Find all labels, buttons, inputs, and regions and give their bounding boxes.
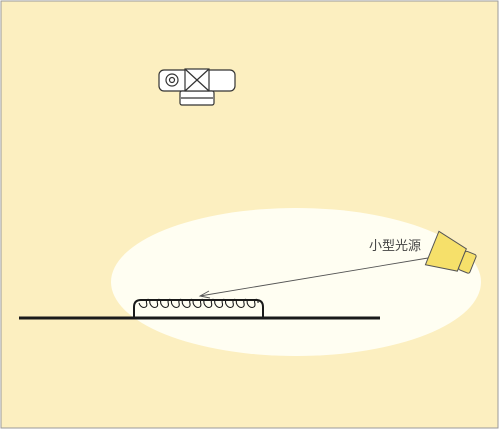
light-source-label: 小型光源: [369, 239, 421, 254]
coil-subject: [133, 298, 264, 318]
light-direction-arrow: [198, 257, 429, 299]
camera-icon: [158, 68, 236, 106]
light-pool: [111, 208, 481, 356]
lamp-icon: [424, 230, 477, 274]
